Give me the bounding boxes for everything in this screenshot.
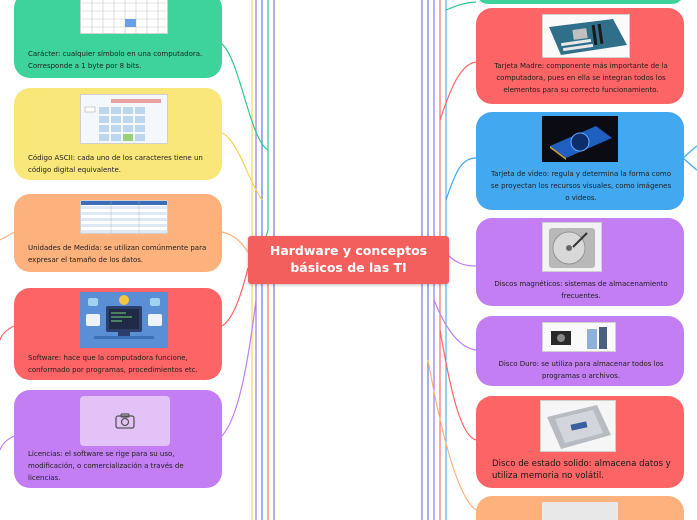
central-topic[interactable]: Hardware y conceptos básicos de las TI	[248, 236, 449, 284]
card-licencias[interactable]: Licencias: el software se rige para su u…	[14, 390, 222, 488]
licencias-text: Licencias: el software se rige para su u…	[28, 450, 184, 482]
card-top-right-partial[interactable]	[476, 0, 684, 4]
central-topic-line2: básicos de las TI	[290, 260, 407, 275]
caracter-text: Carácter: cualquier símbolo en una compu…	[28, 50, 203, 70]
caracter-table-image	[80, 0, 168, 34]
card-discos-magneticos[interactable]: Discos magnéticos: sistemas de almacenam…	[476, 218, 684, 306]
licencias-image-placeholder	[80, 396, 170, 446]
card-codigo-ascii[interactable]: Código ASCII: cada uno de los caracteres…	[14, 88, 222, 180]
bottom-right-image	[542, 502, 618, 520]
unidades-text: Unidades de Medida: se utilizan comúnmen…	[28, 244, 207, 264]
ssd-text: Disco de estado solido: almacena datos y…	[492, 459, 671, 481]
ascii-table-image	[80, 94, 168, 144]
units-table-image	[80, 200, 168, 234]
card-unidades-medida[interactable]: Unidades de Medida: se utilizan comúnmen…	[14, 194, 222, 272]
tarjeta-video-text: Tarjeta de video: regula y determina la …	[490, 170, 672, 202]
video-card-image	[542, 116, 618, 162]
motherboard-image	[542, 14, 630, 58]
card-bottom-right-partial[interactable]	[476, 496, 684, 520]
card-disco-estado-solido[interactable]: Disco de estado solido: almacena datos y…	[476, 396, 684, 488]
tarjeta-madre-text: Tarjeta Madre: componente más importante…	[494, 62, 668, 94]
discos-magneticos-text: Discos magnéticos: sistemas de almacenam…	[494, 280, 668, 300]
card-caracter[interactable]: Carácter: cualquier símbolo en una compu…	[14, 0, 222, 78]
card-tarjeta-madre[interactable]: Tarjeta Madre: componente más importante…	[476, 8, 684, 104]
ascii-text: Código ASCII: cada uno de los caracteres…	[28, 154, 203, 174]
hard-drive-image	[542, 322, 616, 352]
ssd-image	[540, 400, 616, 452]
camera-icon	[115, 413, 135, 429]
software-illustration	[80, 292, 168, 348]
central-topic-line1: Hardware y conceptos	[269, 243, 428, 258]
card-software[interactable]: Software: hace que la computadora funcio…	[14, 288, 222, 380]
magnetic-disk-image	[542, 222, 602, 272]
software-text: Software: hace que la computadora funcio…	[28, 354, 198, 374]
disco-duro-text: Disco Duro: se utiliza para almacenar to…	[498, 360, 664, 380]
card-tarjeta-video[interactable]: Tarjeta de video: regula y determina la …	[476, 112, 684, 210]
card-disco-duro[interactable]: Disco Duro: se utiliza para almacenar to…	[476, 316, 684, 386]
